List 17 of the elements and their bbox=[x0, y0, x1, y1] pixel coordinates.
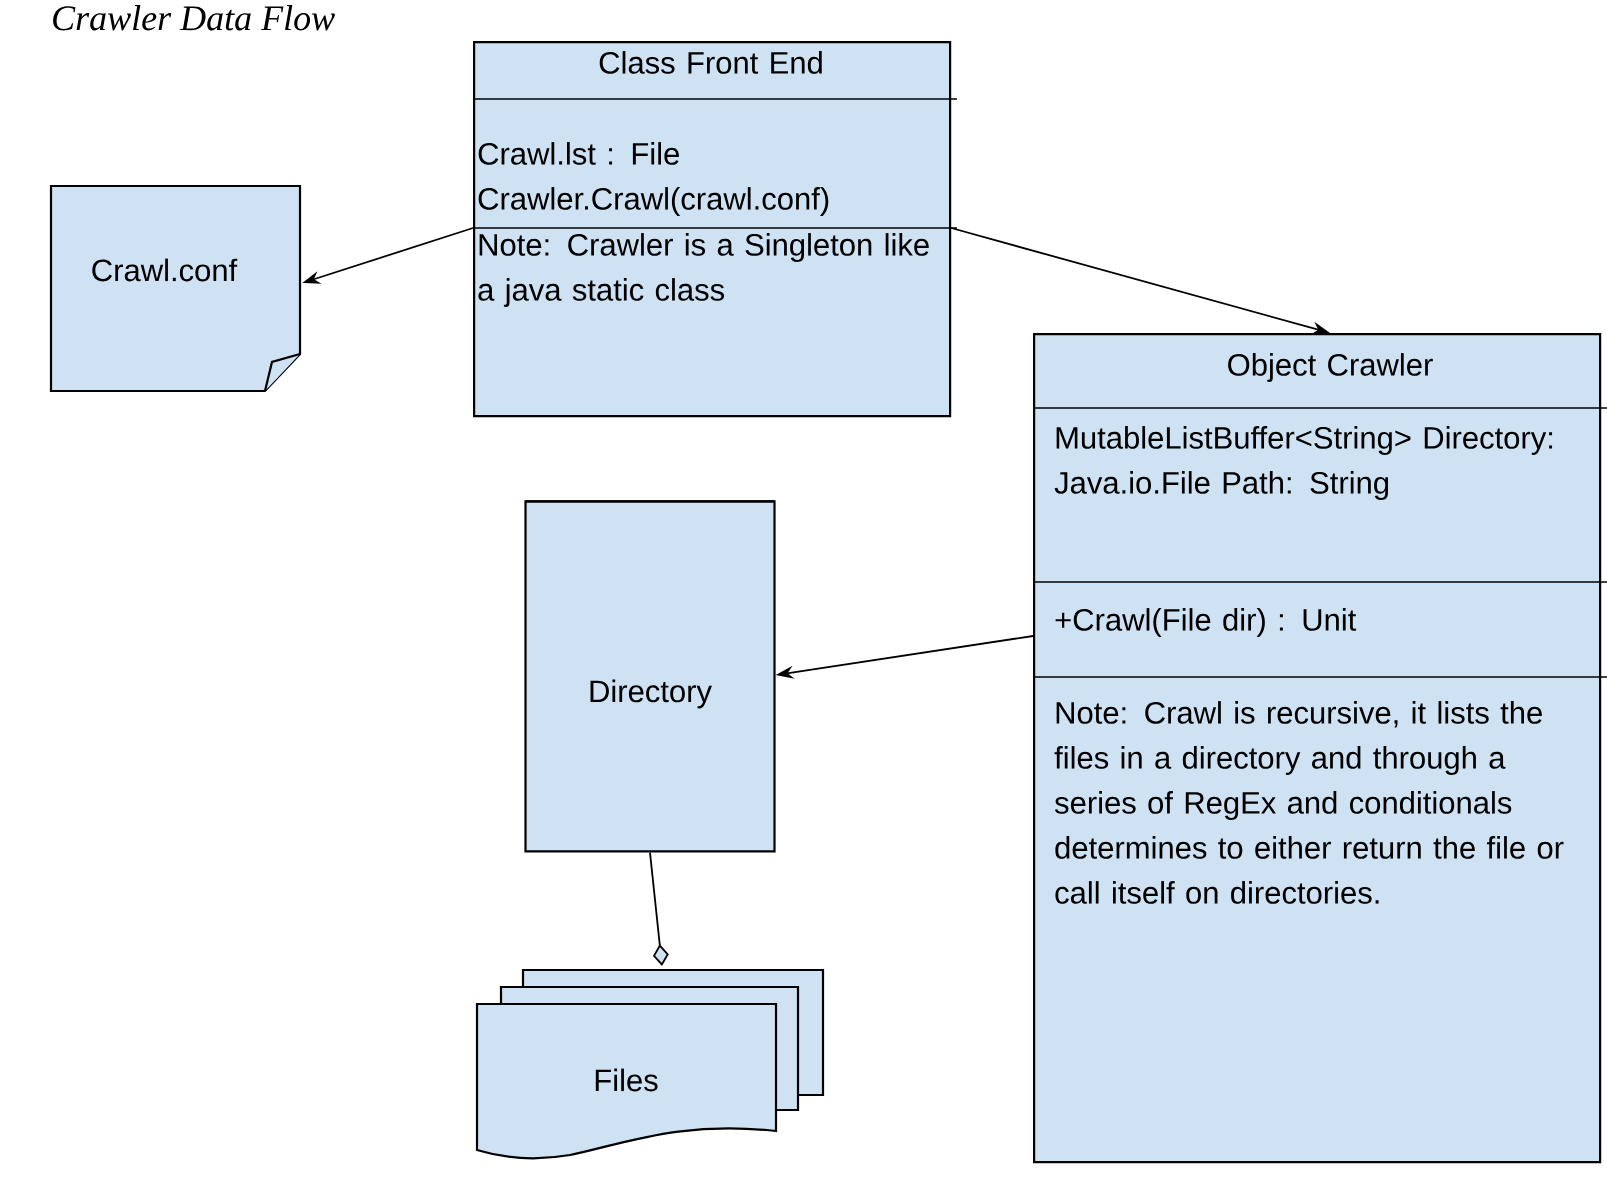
database-cylinder bbox=[524, 500, 776, 853]
attribute-list: Crawl.lst : File Crawler.Crawl(crawl.conf) bbox=[478, 142, 829, 216]
class-name: Class Front End bbox=[599, 51, 822, 74]
note-shape bbox=[49, 184, 302, 393]
class-name: Object Crawler bbox=[1228, 353, 1433, 382]
document-stack bbox=[475, 968, 825, 1160]
class-box bbox=[472, 41, 958, 418]
note-label: Crawl.conf bbox=[92, 258, 238, 282]
class-box bbox=[1032, 333, 1607, 1164]
attribute-list: MutableListBuffer<String> Directory: Java.io.File Path: String bbox=[1054, 426, 1553, 500]
document-label: Files bbox=[595, 1068, 658, 1092]
cylinder-label: Directory bbox=[590, 679, 712, 709]
note-text: Note: Crawler is a Singleton like a java static class bbox=[478, 233, 929, 307]
arrow bbox=[649, 851, 669, 966]
note-text: Note: Crawl is recursive, it lists the files in a directory and through a series of RegEx and conditionals determines to either return the file or call itself on directories. bbox=[1054, 701, 1564, 904]
method-text: +Crawl(File dir) : Unit bbox=[1055, 608, 1357, 637]
diagram-title: Crawler Data Flow bbox=[53, 5, 335, 31]
